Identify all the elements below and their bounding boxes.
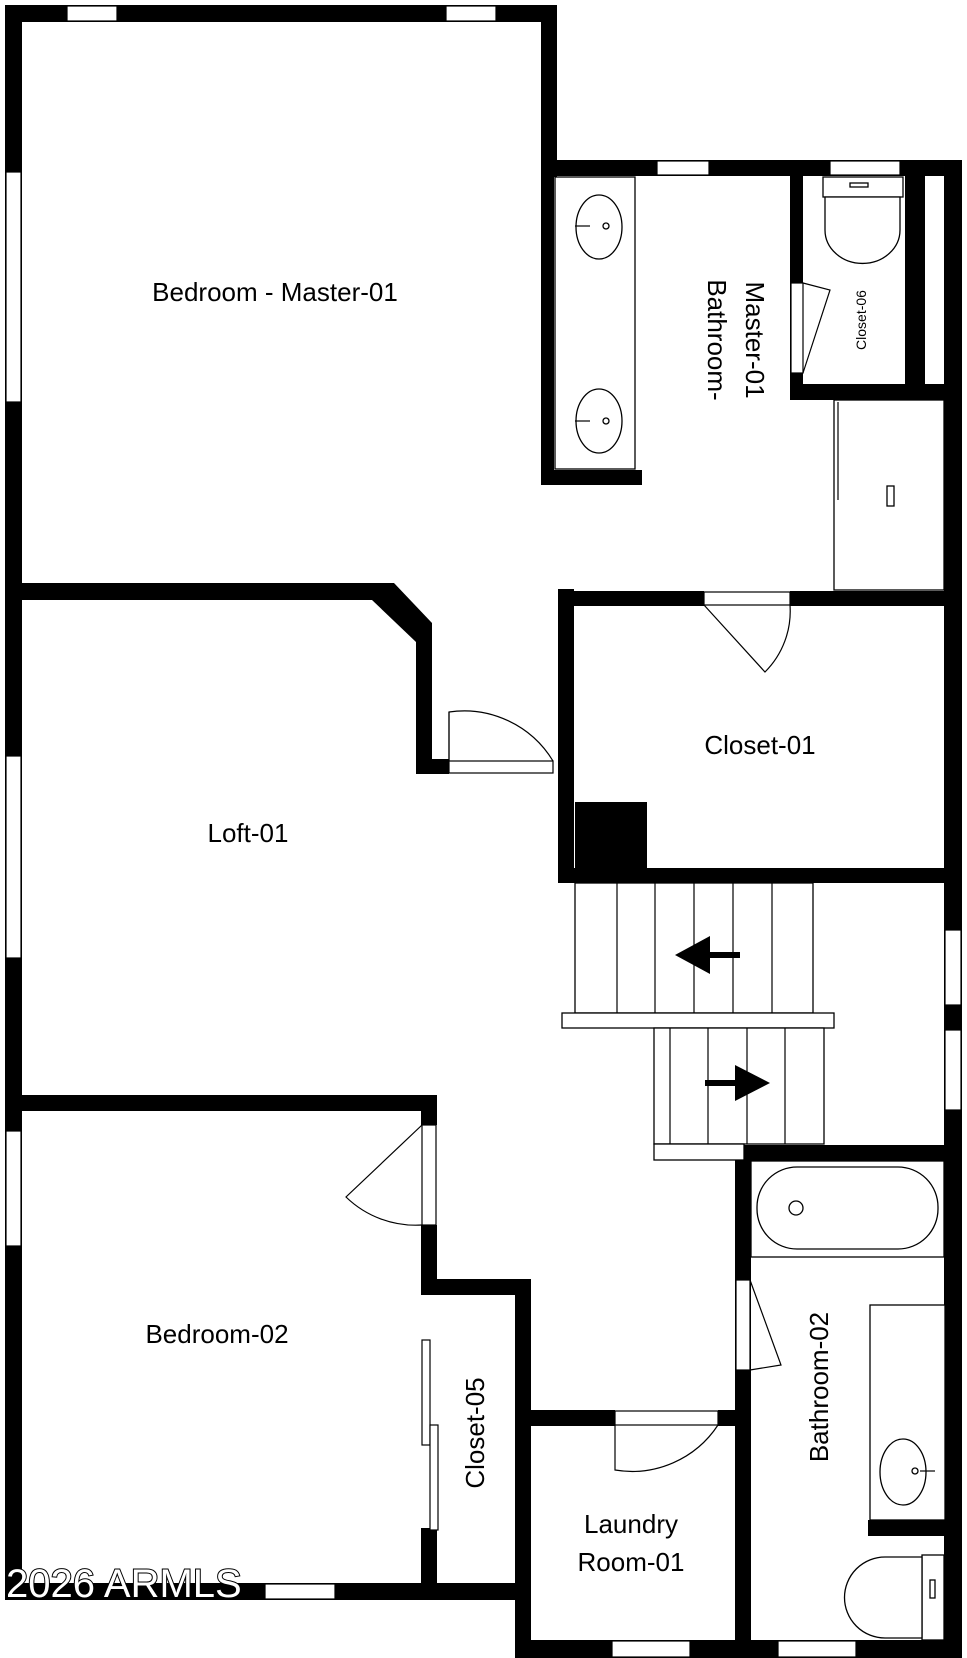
- closet01-block: [575, 802, 647, 868]
- room-label-closet-05: Closet-05: [460, 1377, 490, 1488]
- wall-east: [944, 160, 962, 1658]
- window: [656, 160, 710, 176]
- door-opening: [421, 1124, 437, 1226]
- room-label-loft: Loft-01: [208, 818, 289, 848]
- room-label-bathroom-master: Bathroom- Master-01: [702, 279, 770, 400]
- fixtures: [554, 176, 946, 1641]
- door-swing: [448, 710, 554, 762]
- window: [445, 5, 497, 22]
- door-swing: [802, 282, 831, 374]
- window: [5, 1130, 22, 1247]
- arrow-left-icon: [675, 936, 740, 974]
- room-label-bedroom-master: Bedroom - Master-01: [152, 277, 398, 307]
- door-opening: [790, 282, 804, 374]
- sink-icon: [879, 1438, 935, 1506]
- room-label-closet-01: Closet-01: [704, 730, 815, 760]
- wall-laundry-top-a: [515, 1410, 615, 1426]
- stairs: [561, 882, 835, 1161]
- svg-text:Bathroom-: Bathroom-: [702, 279, 732, 400]
- window: [66, 5, 118, 22]
- doors: [345, 282, 831, 1531]
- door-opening: [703, 591, 791, 606]
- svg-text:Master-01: Master-01: [740, 281, 770, 398]
- wall-bath02-vanity: [868, 1520, 946, 1536]
- door-swing: [614, 1424, 719, 1472]
- wall-closet05-east: [515, 1279, 531, 1658]
- sliding-door: [421, 1339, 431, 1446]
- wall-vanity-bottom: [541, 470, 642, 485]
- wall-closet05-top: [421, 1279, 526, 1295]
- bathtub-icon: [750, 1160, 945, 1258]
- wall-vanity: [541, 160, 554, 485]
- shower: [833, 399, 945, 591]
- door-swing: [749, 1279, 782, 1371]
- wall-wc-east: [905, 160, 925, 400]
- wall-closet01-top-a: [574, 591, 704, 606]
- wall-loft-door-jamb: [416, 759, 449, 774]
- wall-master-east: [541, 5, 557, 177]
- room-labels: Bedroom - Master-01 Bathroom- Master-01 …: [145, 277, 869, 1577]
- windows: [5, 5, 962, 1658]
- room-label-laundry: Laundry: [584, 1509, 678, 1539]
- sink-icon: [575, 194, 623, 260]
- door-swing: [345, 1124, 423, 1226]
- wall-loft-top: [5, 583, 375, 600]
- walls: [5, 5, 962, 1658]
- window: [777, 1640, 857, 1658]
- window: [264, 1583, 336, 1600]
- shower-drain-icon: [886, 485, 895, 507]
- stair-bottom: [653, 1143, 745, 1161]
- window: [944, 929, 962, 1006]
- wall-closet01-bottom: [558, 868, 960, 883]
- window: [611, 1640, 691, 1658]
- wall-bed02-east-a: [421, 1095, 437, 1125]
- watermark: 2026 ARMLS: [6, 1562, 242, 1606]
- door-opening: [614, 1410, 719, 1426]
- window: [5, 171, 22, 403]
- room-label-laundry-line2: Room-01: [578, 1547, 685, 1577]
- room-label-bathroom-02: Bathroom-02: [804, 1312, 834, 1462]
- door-swing: [703, 604, 791, 673]
- toilet-icon: [843, 1554, 945, 1641]
- wall-bath02-top: [735, 1145, 960, 1161]
- arrow-right-icon: [705, 1065, 770, 1101]
- window: [829, 160, 901, 176]
- wall-bed02-east-b: [421, 1225, 437, 1295]
- sliding-door: [429, 1424, 439, 1531]
- door-opening: [735, 1279, 751, 1371]
- door-opening: [448, 760, 554, 774]
- wall-bed02-top: [5, 1095, 437, 1111]
- stair-post: [560, 785, 574, 868]
- room-label-bedroom-02: Bedroom-02: [145, 1319, 288, 1349]
- wall-top-master: [5, 5, 556, 22]
- wall-bed02-east-c: [421, 1528, 437, 1600]
- stair-landing-rail: [561, 1012, 835, 1029]
- wall-closet01-top-b: [790, 591, 960, 606]
- wall-loft-jog: [416, 623, 432, 773]
- window: [944, 1029, 962, 1111]
- room-label-closet-06: Closet-06: [853, 290, 869, 350]
- window: [5, 755, 22, 959]
- wall-bath02-west: [735, 1145, 751, 1658]
- toilet-icon: [822, 176, 904, 265]
- sink-icon: [575, 388, 623, 454]
